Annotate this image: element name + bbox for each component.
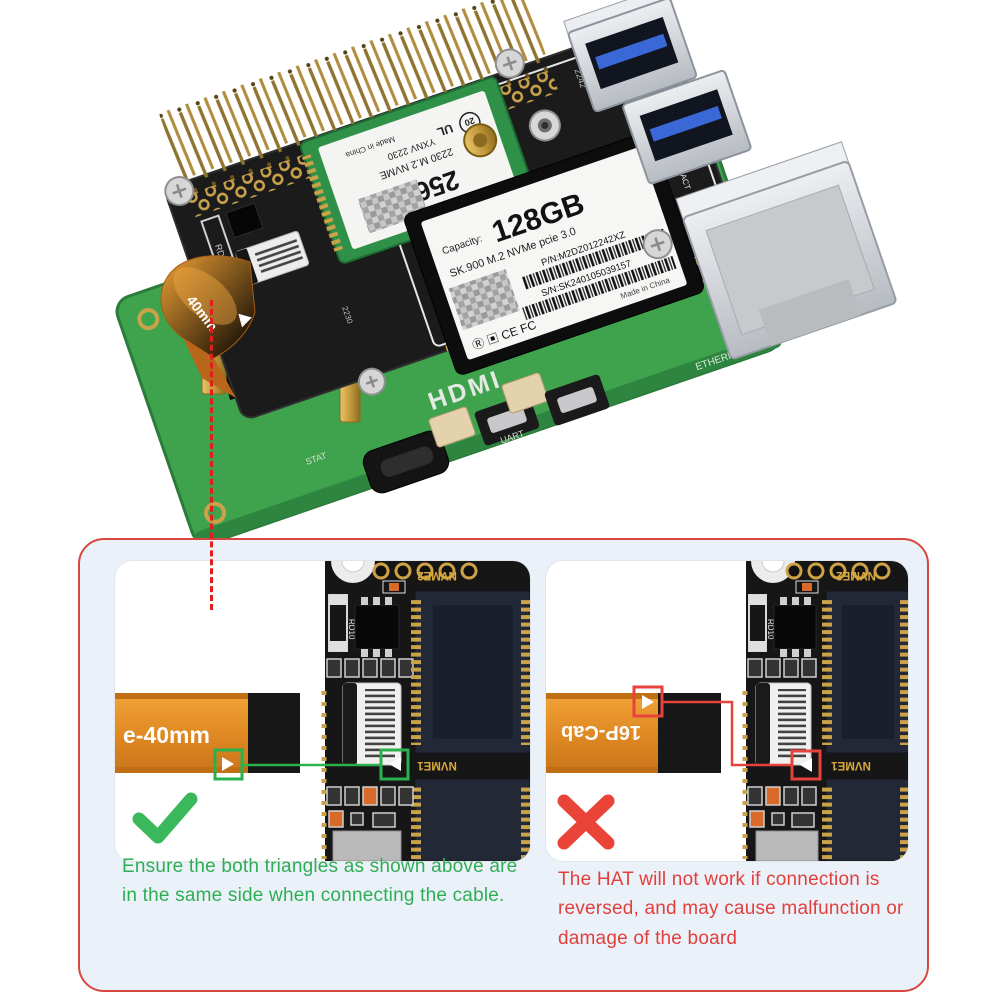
hat-closeup-board-2: NVME2 RD10 [742,561,908,861]
nvme2-label-2: NVME2 [836,569,876,581]
cable-triangle-mark [238,313,252,328]
incorrect-connection-panel: NVME2 RD10 [545,560,909,862]
smd-row-2 [747,658,817,678]
jst-connector [428,406,476,448]
callout-dashed-line [210,300,213,610]
triangle-highlight-board-2 [790,749,822,781]
usb-ports [563,0,752,185]
ethernet-port [675,141,897,360]
cable-label-2: 16P-Cab [561,721,641,743]
nvme1-label: NVME1 [417,759,457,771]
usb3-tongue [595,33,668,70]
connection-guide-box: NVME2 RD10 [78,538,929,992]
ssd256-ul-mark: UL [435,121,455,139]
nvme1-label-2: NVME1 [831,759,871,771]
ssd128-censored-logo [448,269,520,331]
jst-connector-2 [501,372,549,414]
ssd128-sn-barcode [521,256,677,321]
metal-shield-2 [755,830,819,861]
cross-icon [557,794,615,850]
triangle-highlight-board [379,748,410,781]
ssd-128gb: Capacity: 128GB SK.900 M.2 NVMe pcie 3.0… [404,132,704,375]
alignment-annotation-error [632,685,822,781]
hat-closeup-board: NVME2 RD10 [321,561,530,861]
cable-label: e-40mm [123,722,210,748]
metal-shield [332,830,402,861]
rd10-label-2: RD10 [766,619,775,640]
smd-row [326,658,414,678]
triangle-highlight-cable-2 [632,685,664,718]
alignment-annotation-ok [213,748,410,781]
fpc-cable: 40mm [160,255,256,398]
header-holes [372,562,478,580]
cable-correct: e-40mm [115,693,300,773]
incorrect-caption: The HAT will not work if connection is r… [558,869,904,949]
product-photo: ETHERNET HDMI UART S [115,0,897,540]
hat-screws [164,48,673,396]
ssd256-censored-logo [357,179,429,234]
ssd128-pn-barcode [521,228,668,290]
fpc-socket [342,682,402,766]
triangle-highlight-cable [213,748,244,781]
pi-front-connectors: HDMI UART STAT [304,365,610,494]
header-holes-2 [785,562,891,580]
smd-row-bottom-2 [747,786,817,828]
cable-stiffener-2 [658,693,721,773]
cable-stiffener [248,693,300,773]
cable-reversed: 16P-Cab [546,693,721,773]
correct-connection-panel: NVME2 RD10 [114,560,531,862]
rd10-label: RD10 [347,619,356,640]
smd-row-bottom [326,786,414,828]
correct-caption: Ensure the both triangles as shown above… [122,856,518,907]
nvme-hat-board: RD10 256GB 2230 M.2 NVME YXNV 2230 Made … [158,0,743,419]
checkmark-icon [132,792,198,844]
fpc-socket-2 [755,682,812,766]
nvme2-label: NVME2 [417,569,457,581]
ssd256-recycle-mark: 20 [463,115,476,128]
